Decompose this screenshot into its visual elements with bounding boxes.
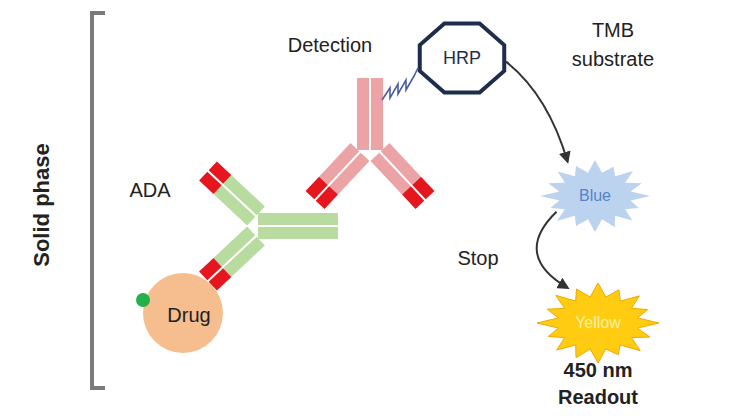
readout-label: 450 nm Readout [548,357,648,411]
curved-arrow [506,62,568,162]
part-label: ADA [129,178,170,202]
color-burst: Yellow [537,283,659,363]
color-burst: Blue [540,160,650,232]
drug-label-dot [136,293,150,307]
reagent-label: TMB substrate [563,16,663,74]
part-label: Detection [288,33,373,57]
antigen-binding-tip [310,181,430,205]
drug-circle-fill [143,273,223,353]
node-text: HRP [443,48,481,69]
curved-arrow [537,212,568,288]
enzyme-octagon-fill [420,23,504,92]
color-burst-fill [540,160,650,232]
color-burst-fill [537,283,659,363]
solid-phase-bracket [92,13,105,388]
linker-spring [382,68,418,100]
enzyme-octagon: HRP [418,22,506,94]
edge-label: Stop [457,247,498,270]
antigen-binding-tip [203,166,227,286]
drug-circle: Drug [143,273,223,353]
node-text: Yellow [575,314,621,332]
detection-antibody [310,78,430,205]
node-text: Drug [167,304,210,327]
node-text: Blue [579,187,611,205]
antibody-chain [323,78,416,190]
axis-label: Solid phase [29,143,55,266]
antibody-chain [218,179,338,272]
